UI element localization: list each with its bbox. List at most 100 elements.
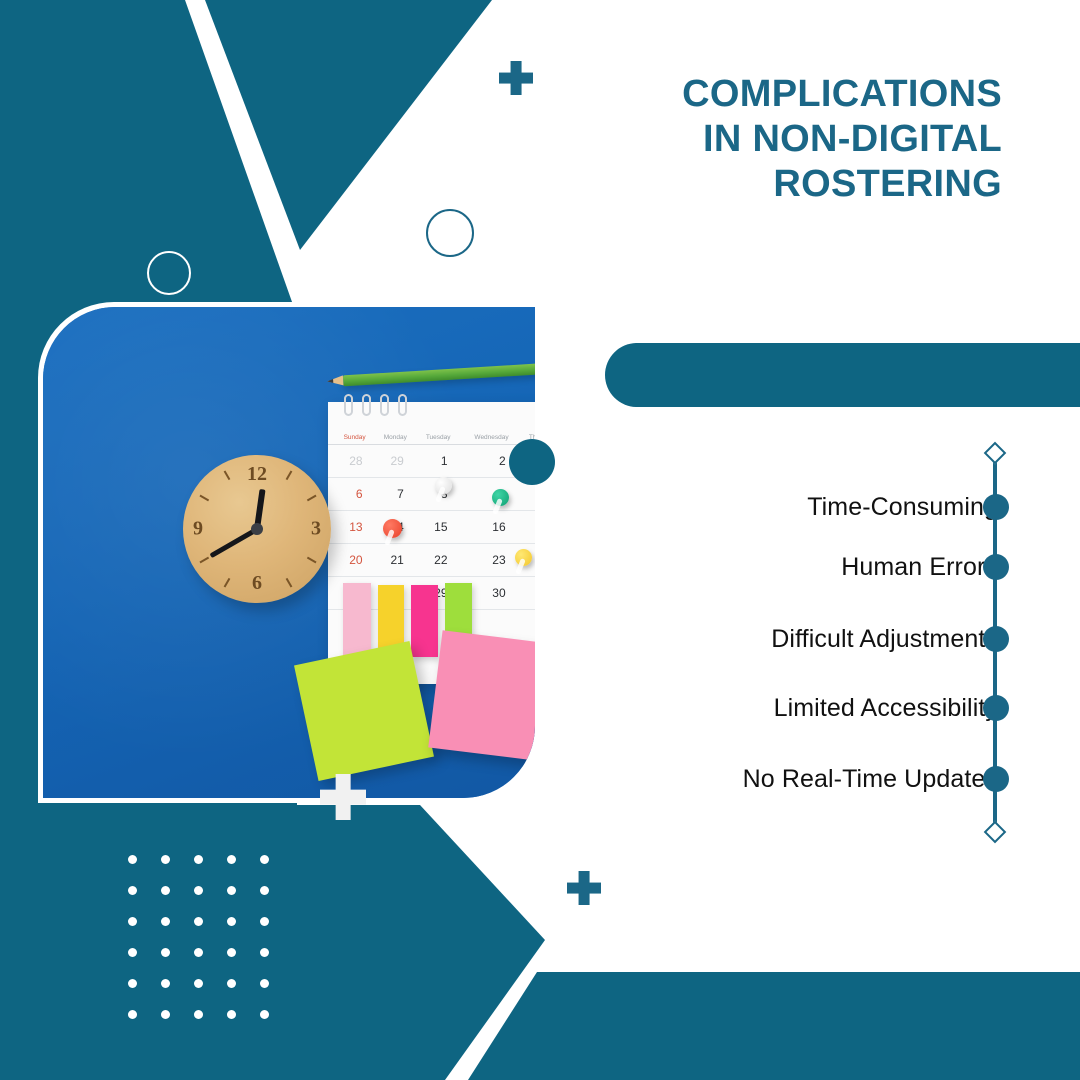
timeline-item-label: Difficult Adjustments — [771, 624, 998, 653]
grid-dot — [260, 979, 269, 988]
timeline-item-label: Human Errors — [841, 552, 998, 581]
calendar-header-cell: Sunday — [328, 430, 368, 445]
pink-page-tab — [343, 583, 371, 657]
clock-numeral: 3 — [311, 517, 321, 540]
calendar-day-cell: 20 — [328, 543, 368, 577]
timeline-node-dot — [983, 695, 1009, 721]
green-pin-icon — [492, 489, 509, 506]
grid-dot — [161, 917, 170, 926]
pink-sticky-note — [428, 630, 535, 762]
timeline-item-label: Time-Consuming — [807, 492, 998, 521]
timeline-item[interactable]: No Real-Time Updates — [640, 762, 1020, 796]
grid-dot — [227, 917, 236, 926]
clock-pivot — [251, 523, 263, 535]
grid-dot — [260, 917, 269, 926]
calendar-week-row: 13 14 15 16 — [328, 510, 535, 544]
timeline-node-dot — [983, 554, 1009, 580]
filled-circle-decor — [509, 439, 555, 485]
page-title-line: ROSTERING — [773, 162, 1002, 205]
circle-outline-decor-teal — [426, 209, 474, 257]
grid-dot — [194, 886, 203, 895]
calendar-header-cell: Tuesday — [408, 430, 453, 445]
calendar-day-cell: 1 — [408, 444, 453, 478]
grid-dot — [194, 917, 203, 926]
plus-icon-bottom-right — [567, 871, 601, 905]
grid-dot — [260, 886, 269, 895]
dot-grid-pattern — [128, 855, 296, 1035]
yellow-pin-icon — [515, 549, 532, 566]
magenta-page-tab — [411, 585, 438, 657]
calendar-day-cell: 22 — [408, 543, 453, 577]
grid-dot — [161, 1010, 170, 1019]
timeline-node-dot — [983, 494, 1009, 520]
photo-desk-scene: Sunday Monday Tuesday Wednesday Thursday… — [43, 307, 535, 798]
calendar-day-cell: 28 — [328, 444, 368, 478]
shape-top-wedge-teal — [205, 0, 492, 250]
grid-dot — [227, 886, 236, 895]
grid-dot — [260, 948, 269, 957]
photo-card-frame: Sunday Monday Tuesday Wednesday Thursday… — [38, 302, 540, 803]
calendar-day-cell — [510, 576, 535, 610]
calendar-day-cell: 23 — [452, 543, 511, 577]
calendar-day-cell: 15 — [408, 510, 453, 544]
complications-timeline: Time-Consuming Human Errors Difficult Ad… — [640, 441, 1020, 845]
calendar-day-cell: 7 — [367, 477, 409, 511]
calendar-day-cell: 6 — [328, 477, 368, 511]
grid-dot — [194, 1010, 203, 1019]
analog-clock: 12 3 6 9 — [183, 455, 331, 603]
grid-dot — [128, 917, 137, 926]
page-title: COMPLICATIONS IN NON-DIGITAL ROSTERING — [622, 72, 1002, 206]
green-sticky-note — [294, 641, 434, 781]
grid-dot — [194, 979, 203, 988]
page-title-line: IN NON-DIGITAL — [702, 117, 1002, 160]
grid-dot — [161, 886, 170, 895]
calendar-header-row: Sunday Monday Tuesday Wednesday Thursday — [328, 430, 535, 445]
timeline-item-label: Limited Accessibility — [773, 693, 998, 722]
calendar-day-cell: 16 — [452, 510, 511, 544]
calendar-week-row: 28 29 1 2 — [328, 444, 535, 478]
grid-dot — [128, 948, 137, 957]
clock-numeral: 12 — [247, 463, 267, 485]
timeline-diamond-bottom — [983, 820, 1007, 844]
timeline-item[interactable]: Human Errors — [640, 550, 1020, 584]
circle-outline-decor-white — [147, 251, 191, 295]
clock-numeral: 9 — [193, 517, 203, 540]
grid-dot — [128, 886, 137, 895]
timeline-node-dot — [983, 626, 1009, 652]
calendar-spiral-binding — [344, 394, 454, 416]
calendar-day-cell: 21 — [367, 543, 409, 577]
calendar-day-cell — [510, 510, 535, 544]
grid-dot — [194, 855, 203, 864]
calendar-header-cell: Wednesday — [452, 430, 511, 445]
grid-dot — [260, 855, 269, 864]
timeline-node-dot — [983, 766, 1009, 792]
timeline-diamond-top — [983, 441, 1007, 465]
grid-dot — [227, 979, 236, 988]
grid-dot — [260, 1010, 269, 1019]
timeline-item[interactable]: Difficult Adjustments — [640, 622, 1020, 656]
calendar-day-cell: 2 — [452, 444, 511, 478]
page-title-line: COMPLICATIONS — [682, 73, 1002, 115]
calendar-header-cell: Monday — [367, 430, 409, 445]
grid-dot — [194, 948, 203, 957]
grid-dot — [128, 1010, 137, 1019]
grid-dot — [161, 948, 170, 957]
calendar-week-row: 20 21 22 23 — [328, 543, 535, 577]
timeline-item-label: No Real-Time Updates — [742, 764, 998, 793]
timeline-item[interactable]: Limited Accessibility — [640, 691, 1020, 725]
calendar-day-cell: 29 — [367, 444, 409, 478]
calendar-day-cell: 13 — [328, 510, 368, 544]
grid-dot — [161, 979, 170, 988]
shape-bottom-right-teal — [468, 972, 1080, 1080]
grid-dot — [161, 855, 170, 864]
red-pin-icon — [383, 519, 402, 538]
grid-dot — [227, 948, 236, 957]
white-pin-icon — [435, 477, 452, 494]
grid-dot — [128, 855, 137, 864]
plus-icon-top — [499, 61, 533, 95]
grid-dot — [128, 979, 137, 988]
grid-dot — [227, 1010, 236, 1019]
accent-pill-bar — [605, 343, 1080, 407]
timeline-item[interactable]: Time-Consuming — [640, 490, 1020, 524]
